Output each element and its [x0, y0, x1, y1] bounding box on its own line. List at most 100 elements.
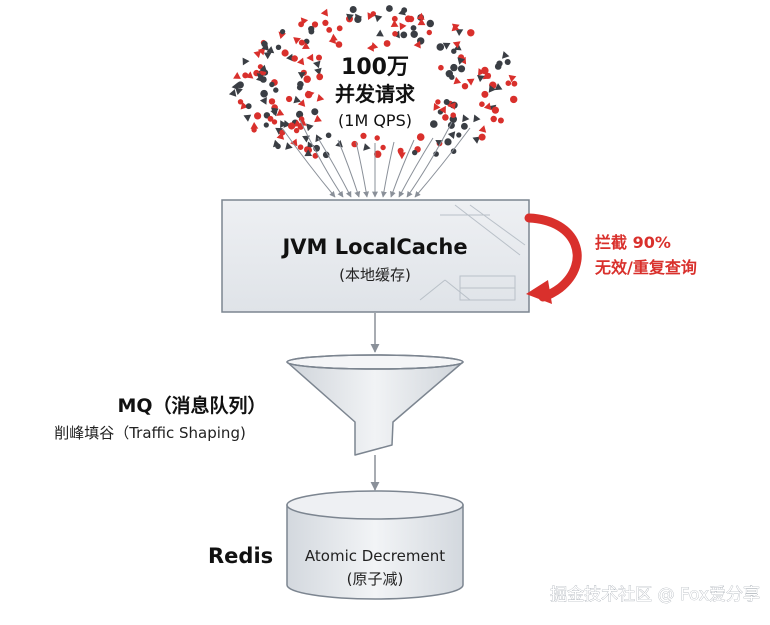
request-dot	[297, 144, 304, 150]
request-dot	[271, 119, 278, 125]
flow-arrow	[281, 127, 336, 198]
request-triangle	[457, 57, 465, 65]
request-triangle	[433, 103, 441, 111]
request-triangle	[442, 42, 451, 50]
request-dot	[245, 103, 252, 110]
request-dot	[504, 59, 511, 65]
request-flow-arrows	[281, 119, 471, 198]
flow-arrow	[390, 139, 415, 198]
request-dot	[237, 99, 244, 105]
request-dot	[426, 29, 432, 36]
request-triangle	[315, 134, 323, 143]
request-triangle	[306, 53, 314, 62]
cloud-line1: 100万	[341, 55, 409, 80]
request-triangle	[363, 143, 371, 151]
request-dot	[260, 76, 267, 83]
request-dot	[360, 132, 367, 139]
request-triangle	[297, 99, 306, 107]
request-dot	[391, 15, 398, 22]
flow-arrow	[414, 127, 471, 198]
request-dot	[410, 25, 417, 31]
request-dot	[435, 99, 441, 105]
request-triangle	[452, 41, 461, 49]
request-dot	[316, 73, 324, 81]
request-triangle	[316, 94, 325, 102]
request-dot	[312, 152, 319, 159]
request-triangle	[355, 13, 363, 22]
request-triangle	[502, 51, 510, 59]
request-triangle	[259, 97, 267, 105]
request-dot	[430, 120, 438, 128]
request-dot	[426, 19, 434, 28]
request-dot	[288, 122, 296, 130]
request-triangle	[478, 68, 485, 76]
request-dot	[263, 122, 269, 128]
request-triangle	[472, 136, 481, 144]
request-triangle	[488, 85, 496, 93]
request-triangle	[297, 57, 305, 66]
request-dot	[275, 44, 282, 50]
intercept-arrow-icon	[524, 213, 582, 304]
request-triangle	[253, 50, 261, 59]
request-dot	[416, 133, 425, 141]
redis-cylinder-icon	[286, 490, 464, 600]
redis-line1: Atomic Decrement	[305, 547, 445, 565]
request-triangle	[286, 53, 294, 62]
request-dot	[349, 6, 357, 13]
redis-label: Redis	[208, 544, 273, 568]
request-dot	[400, 31, 408, 39]
request-dot	[397, 147, 404, 154]
cache-subtitle: (本地缓存)	[339, 266, 411, 284]
request-triangle	[300, 17, 309, 26]
request-triangle	[494, 83, 503, 91]
request-dot	[269, 81, 275, 88]
request-dot	[254, 112, 262, 120]
flow-arrow	[299, 119, 344, 198]
request-triangle	[271, 107, 279, 115]
request-triangle	[293, 37, 301, 45]
request-triangle	[448, 102, 456, 110]
request-triangle	[233, 72, 241, 79]
request-triangle	[285, 142, 293, 150]
request-dot	[383, 40, 391, 47]
request-triangle	[275, 127, 283, 135]
request-triangle	[304, 149, 313, 157]
request-dot	[316, 54, 322, 61]
mq-funnel-icon	[286, 354, 464, 456]
request-dot	[456, 132, 462, 138]
request-triangle	[376, 29, 384, 37]
request-dot	[436, 43, 445, 51]
request-dot	[298, 39, 305, 46]
request-dot	[484, 72, 492, 79]
request-triangle	[346, 13, 354, 21]
request-triangle	[462, 114, 470, 123]
intercept-line2: 无效/重复查询	[594, 258, 697, 277]
request-dot	[392, 31, 398, 37]
request-triangle	[478, 125, 487, 133]
cloud-line3: (1M QPS)	[338, 111, 412, 130]
request-particle-cloud	[228, 5, 518, 160]
request-triangle	[508, 74, 517, 83]
request-dot	[461, 83, 469, 90]
local-cache-box: JVM LocalCache (本地缓存)	[221, 199, 530, 313]
request-dot	[336, 25, 343, 32]
request-dot	[401, 7, 408, 14]
request-dot	[505, 80, 512, 86]
request-triangle	[302, 42, 310, 49]
request-triangle	[290, 138, 298, 147]
request-dot	[510, 95, 518, 104]
request-dot	[275, 143, 281, 150]
request-triangle	[263, 52, 272, 60]
request-dot	[442, 114, 449, 121]
request-dot	[450, 63, 458, 72]
request-triangle	[413, 40, 421, 49]
request-triangle	[374, 14, 383, 23]
request-dot	[268, 98, 276, 105]
request-triangle	[320, 8, 328, 17]
request-dot	[296, 110, 304, 118]
request-dot	[326, 27, 333, 33]
request-dot	[490, 115, 497, 123]
request-dot	[450, 148, 457, 154]
request-dot	[322, 19, 329, 26]
request-dot	[260, 89, 268, 98]
